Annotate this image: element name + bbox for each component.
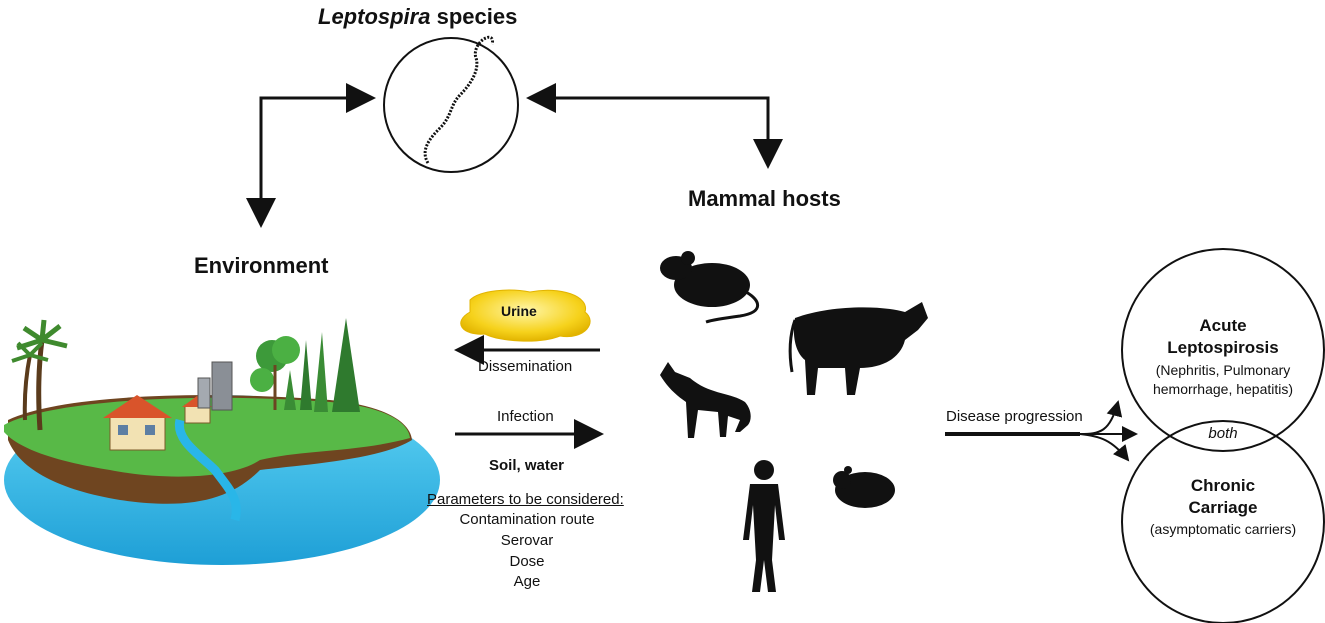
progression-arrows (945, 400, 1138, 462)
building-icon (197, 361, 233, 411)
acute-desc-line2: hemorrhage, hepatitis) (1152, 381, 1294, 397)
env-lepto-arrow (246, 83, 376, 228)
parameter-item: Dose (509, 553, 545, 570)
chronic-title-line2: Carriage (1188, 498, 1258, 517)
pathogen-rest: species (430, 4, 518, 29)
urine-puddle (460, 289, 591, 342)
cow-icon (788, 302, 928, 395)
forest-icon (250, 318, 360, 412)
acute-circle (1121, 248, 1325, 452)
dissemination-label: Dissemination (478, 358, 573, 375)
rat-icon (660, 251, 760, 324)
infection-label: Infection (497, 408, 554, 425)
soil-water-label: Soil, water (489, 457, 565, 474)
human-icon (743, 460, 785, 592)
palm-tree-icon (11, 319, 68, 431)
acute-desc-line1: (Nephritis, Pulmonary (1155, 362, 1291, 378)
leptospira-node (383, 35, 519, 173)
parameter-item: Serovar (500, 532, 554, 549)
spirochete-icon (423, 35, 494, 164)
parameter-item: Contamination route (459, 511, 595, 528)
environment-illustration (4, 318, 440, 565)
acute-title-line1: Acute (1199, 316, 1247, 335)
chronic-desc: (asymptomatic carriers) (1149, 521, 1297, 537)
both-label: both (1208, 425, 1238, 442)
hosts-title: Mammal hosts (688, 186, 841, 211)
pathogen-genus: Leptospira (318, 4, 431, 29)
parameter-item: Age (513, 573, 541, 590)
hamster-icon (833, 466, 895, 508)
environment-title: Environment (194, 253, 329, 278)
parameters-heading: Parameters to be considered: (427, 491, 624, 508)
urine-label: Urine (501, 303, 537, 319)
dog-icon (660, 362, 751, 438)
lepto-hosts-arrow (526, 83, 783, 169)
chronic-title-line1: Chronic (1190, 476, 1256, 495)
chronic-circle (1121, 420, 1325, 623)
progression-label: Disease progression (946, 408, 1083, 425)
house-icon (103, 395, 172, 451)
acute-title-line2: Leptospirosis (1167, 338, 1279, 357)
pathogen-title: Leptospira species (318, 4, 517, 30)
